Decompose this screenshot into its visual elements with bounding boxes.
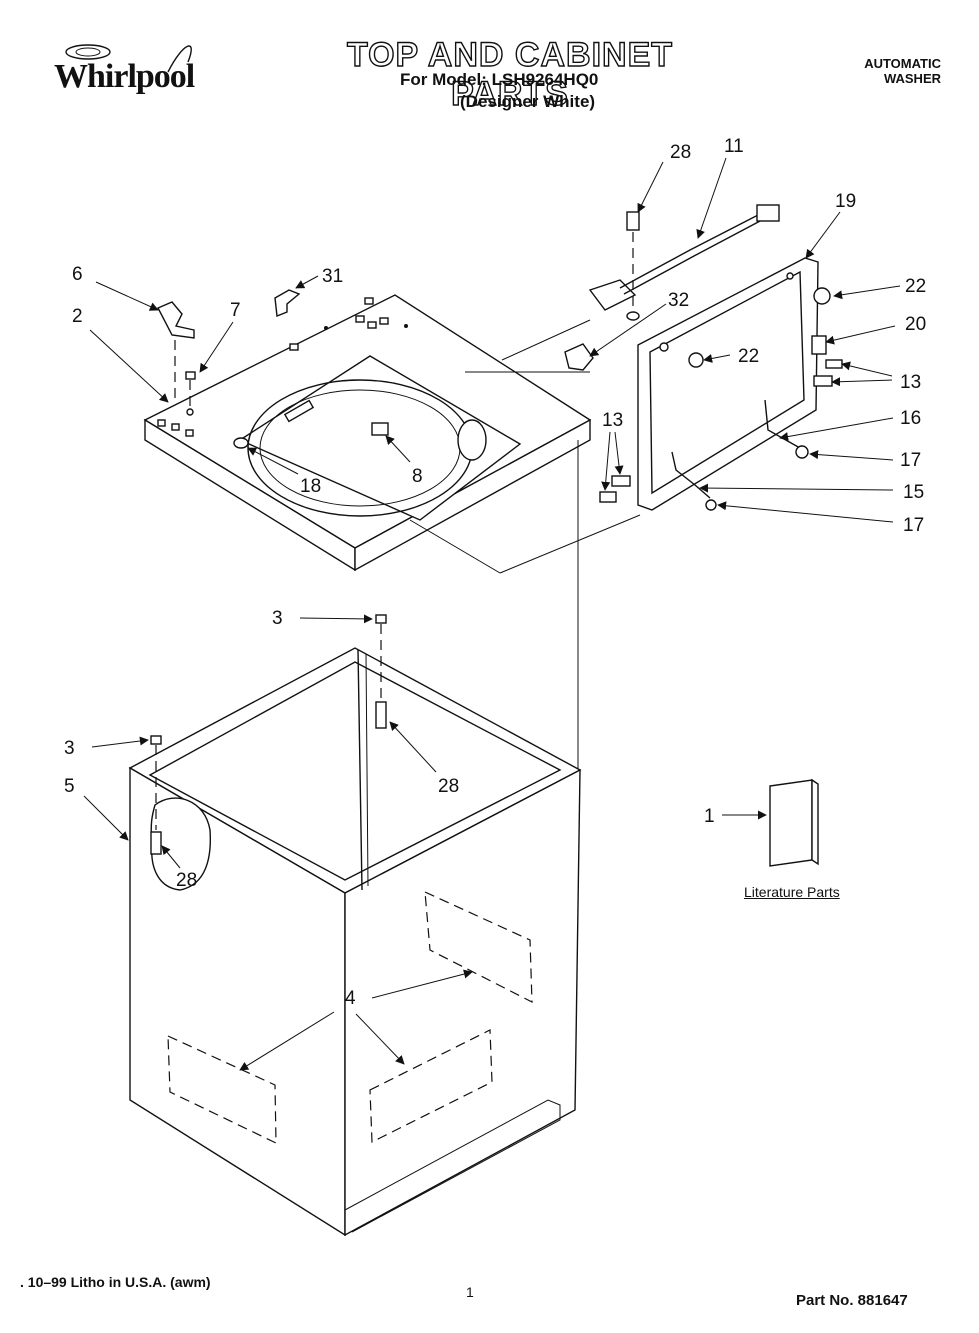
variant-line: (Designer White) <box>460 92 596 111</box>
callout-31: 31 <box>322 266 343 287</box>
callout-22-right: 22 <box>905 276 926 297</box>
screw-part-28-low <box>150 831 162 855</box>
cap-part-17-a <box>795 445 809 459</box>
callout-28-top: 28 <box>670 142 691 163</box>
callout-19: 19 <box>835 191 856 212</box>
bumper-part-22-b <box>688 352 704 368</box>
callout-4: 4 <box>345 988 356 1009</box>
cap-part-32 <box>564 343 594 371</box>
litho-note: . 10–99 Litho in U.S.A. (awm) <box>20 1274 211 1290</box>
callout-17-lower: 17 <box>903 515 924 536</box>
nut-part-7 <box>185 371 196 380</box>
brand-name: Whirlpool <box>54 58 195 95</box>
screw-part-28-top <box>626 211 640 231</box>
callout-1: 1 <box>704 806 715 827</box>
callout-28-low: 28 <box>176 870 197 891</box>
callout-2: 2 <box>72 306 83 327</box>
part-number: Part No. 881647 <box>796 1292 908 1309</box>
screw-part-13-d <box>599 491 617 503</box>
callout-13-left: 13 <box>602 410 623 431</box>
callout-3-lower: 3 <box>64 738 75 759</box>
machine-type-line2: WASHER <box>883 71 941 86</box>
callout-17-upper: 17 <box>900 450 921 471</box>
nut-part-3-a <box>375 614 387 624</box>
bumper-part-22-a <box>813 287 831 305</box>
model-line: For Model: LSH9264HQ0 <box>400 70 599 89</box>
cap-part-17-b <box>705 499 717 511</box>
screw-part-8 <box>371 422 389 436</box>
literature-label: Literature Parts <box>744 884 840 900</box>
screw-part-13-c <box>611 475 631 487</box>
callout-18: 18 <box>300 476 321 497</box>
nut-part-3-b <box>150 735 162 745</box>
callout-11: 11 <box>724 136 744 157</box>
machine-type: AUTOMATIC WASHER <box>864 56 941 86</box>
callout-32: 32 <box>668 290 689 311</box>
page-title: TOP AND CABINET PARTS <box>346 35 674 113</box>
callout-20: 20 <box>905 314 926 335</box>
lid-switch-part-11 <box>588 279 637 311</box>
callout-22-mid: 22 <box>738 346 759 367</box>
callout-28-mid: 28 <box>438 776 459 797</box>
callout-5: 5 <box>64 776 75 797</box>
clip-part-20 <box>811 335 827 355</box>
screw-part-28-mid <box>375 701 387 729</box>
hinge-frame <box>637 257 819 511</box>
whirlpool-logo: Whirlpool <box>48 32 238 102</box>
page-number: 1 <box>466 1284 474 1300</box>
clip-part-6 <box>157 301 195 339</box>
top-panel <box>143 294 592 572</box>
machine-type-line1: AUTOMATIC <box>864 56 941 71</box>
rod-part-16 <box>764 399 801 449</box>
callout-15: 15 <box>903 482 924 503</box>
cabinet <box>128 647 582 1237</box>
screw-part-13-a <box>825 359 843 369</box>
clip-part-31 <box>274 289 301 317</box>
callout-8: 8 <box>412 466 423 487</box>
whirlpool-swirl-icon <box>65 44 192 73</box>
callout-16: 16 <box>900 408 921 429</box>
callout-7: 7 <box>230 300 241 321</box>
literature-book <box>769 779 813 867</box>
screw-part-13-b <box>813 375 833 387</box>
callout-6: 6 <box>72 264 83 285</box>
callout-3-upper: 3 <box>272 608 283 629</box>
leader-arrows <box>83 157 901 1071</box>
callout-13-right: 13 <box>900 372 921 393</box>
